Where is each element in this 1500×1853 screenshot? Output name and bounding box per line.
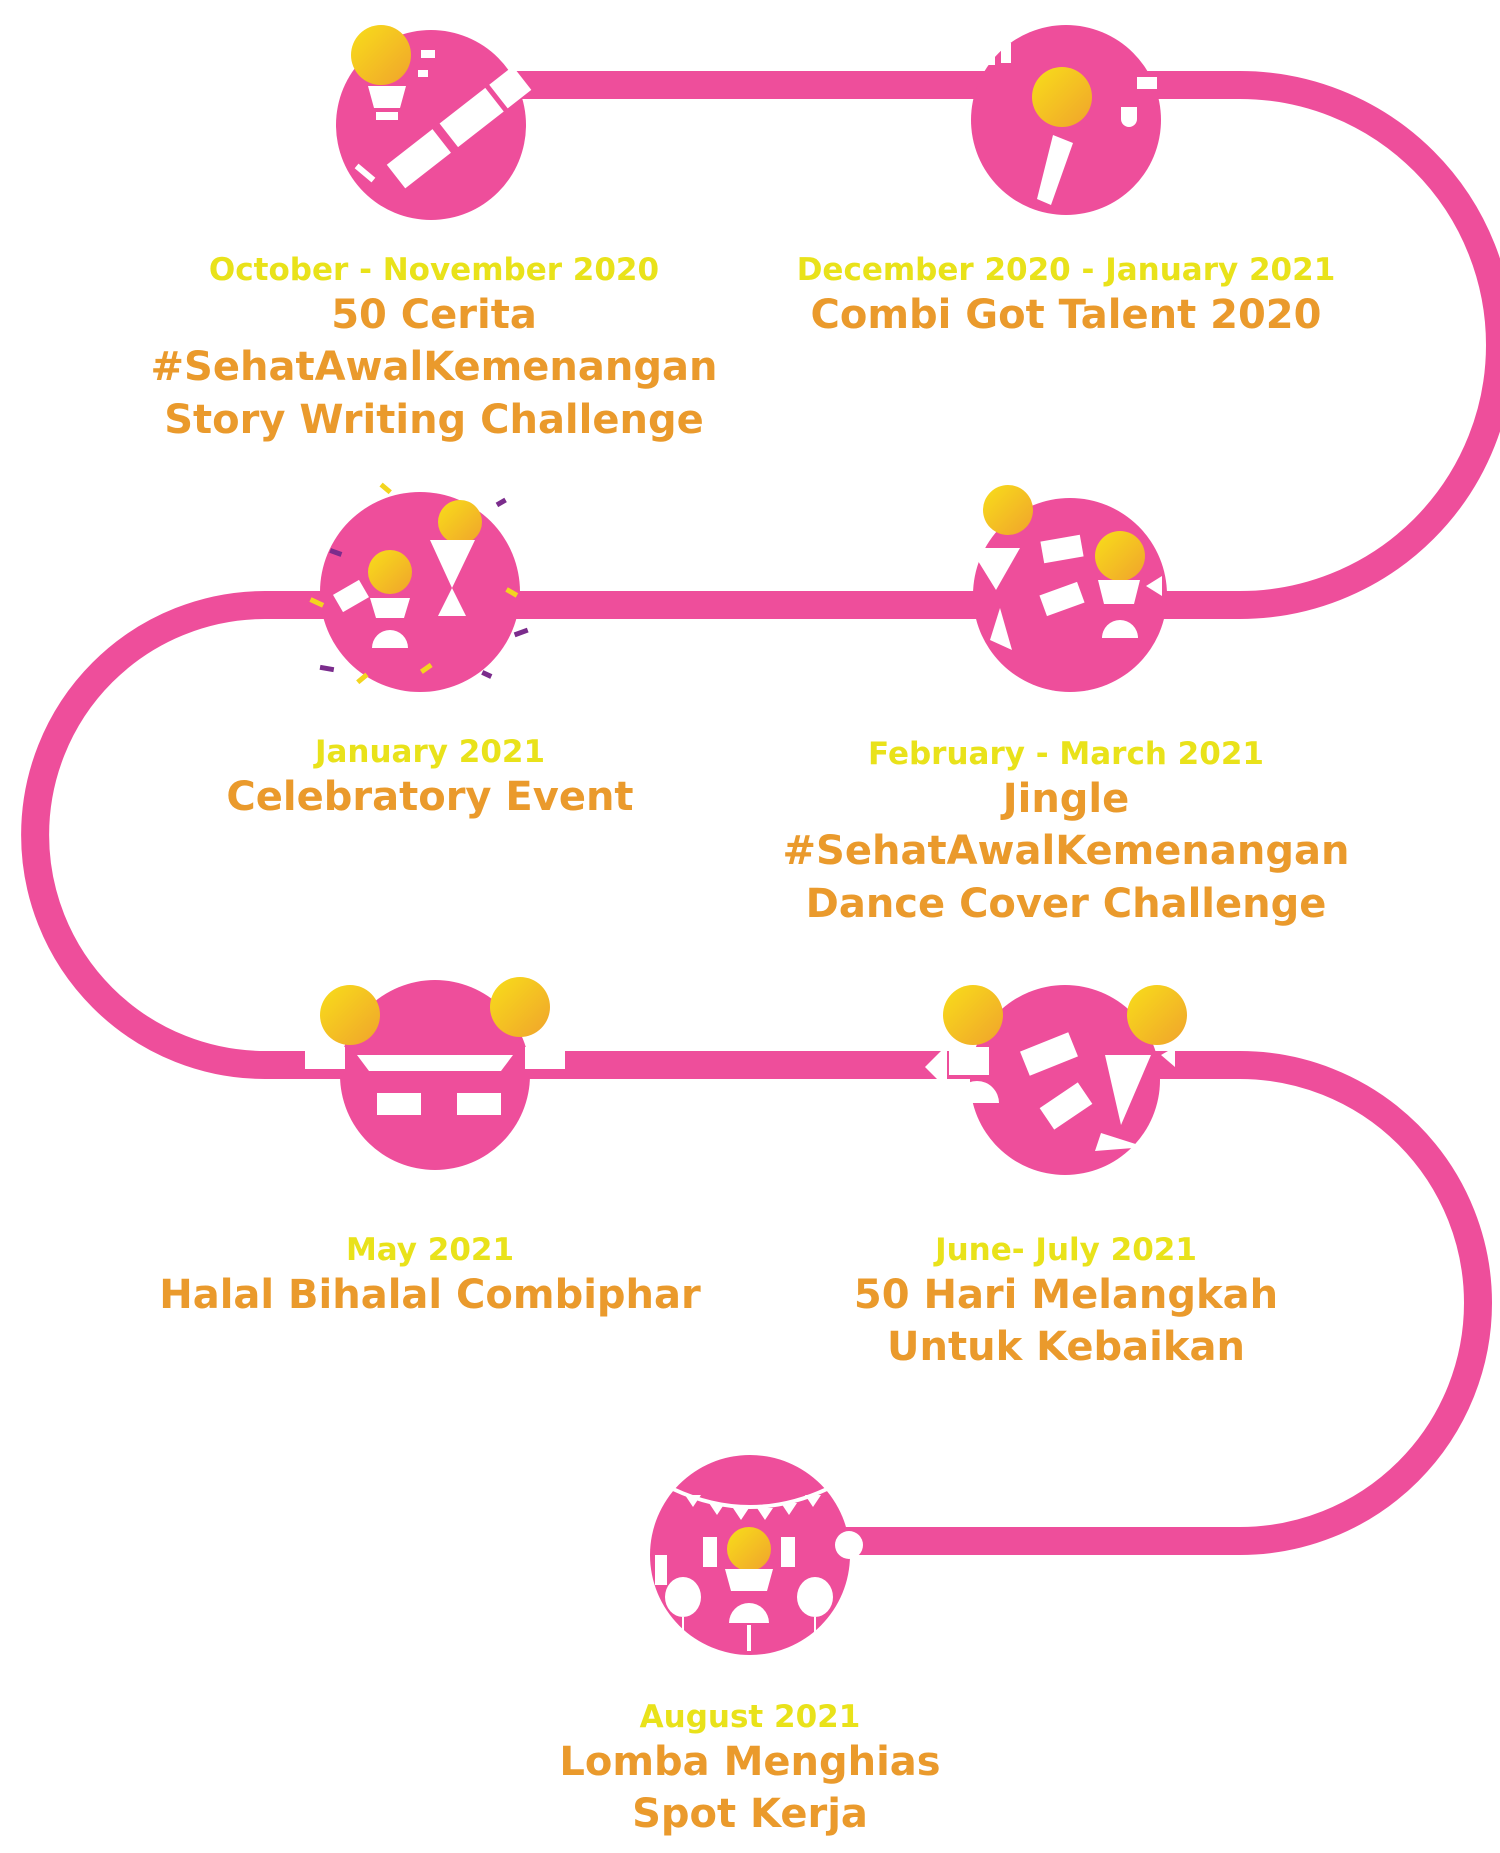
milestone-icon-6 (925, 975, 1205, 1185)
milestone-icon-5 (305, 975, 565, 1175)
milestone-date: June- July 2021 (935, 1232, 1197, 1268)
walking-steps-icon (925, 985, 1187, 1175)
milestone-date: December 2020 - January 2021 (796, 252, 1336, 288)
milestone-title: Combi Got Talent 2020 (810, 291, 1322, 338)
talent-show-icon (971, 25, 1161, 215)
halal-bihalal-icon (305, 977, 565, 1170)
milestone-date: October - November 2020 (208, 252, 660, 288)
milestone-date: January 2021 (314, 734, 546, 770)
milestone-title: Dance Cover Challenge (805, 881, 1327, 928)
milestone-icon-3 (300, 480, 540, 700)
milestone-date: May 2021 (345, 1232, 515, 1268)
milestone-title: Story Writing Challenge (164, 397, 704, 444)
milestone-1: October - November 2020 50 Cerita #Sehat… (84, 252, 784, 447)
decorated-workspace-icon (650, 1455, 863, 1655)
milestone-date: February - March 2021 (868, 736, 1264, 772)
milestone-icon-4 (950, 480, 1190, 700)
milestone-6: June- July 2021 50 Hari Melangkah Untuk … (716, 1232, 1416, 1374)
milestone-7: August 2021 Lomba Menghias Spot Kerja (400, 1699, 1100, 1841)
dance-cover-icon (970, 485, 1167, 692)
milestone-4: February - March 2021 Jingle #SehatAwalK… (716, 736, 1416, 931)
milestone-title: 50 Cerita #SehatAwalKemenangan (150, 291, 718, 391)
milestone-title: Spot Kerja (632, 1791, 868, 1838)
milestone-title: 50 Hari Melangkah (853, 1271, 1279, 1318)
milestone-title: Jingle #SehatAwalKemenangan (782, 775, 1350, 875)
milestone-icon-2 (961, 15, 1171, 225)
milestone-icon-1 (326, 20, 536, 230)
milestone-5: May 2021 Halal Bihalal Combiphar (80, 1232, 780, 1321)
timeline-path (21, 71, 1500, 1555)
milestone-icon-7 (645, 1445, 865, 1665)
milestone-title: Untuk Kebaikan (887, 1324, 1245, 1371)
celebration-confetti-icon (309, 482, 529, 692)
milestone-3: January 2021 Celebratory Event (80, 734, 780, 823)
milestone-title: Lomba Menghias (559, 1738, 941, 1785)
milestone-2: December 2020 - January 2021 Combi Got T… (716, 252, 1416, 341)
milestone-date: August 2021 (639, 1699, 861, 1735)
milestone-title: Celebratory Event (226, 773, 634, 820)
milestone-title: Halal Bihalal Combiphar (159, 1271, 701, 1318)
story-writing-icon (336, 25, 532, 220)
